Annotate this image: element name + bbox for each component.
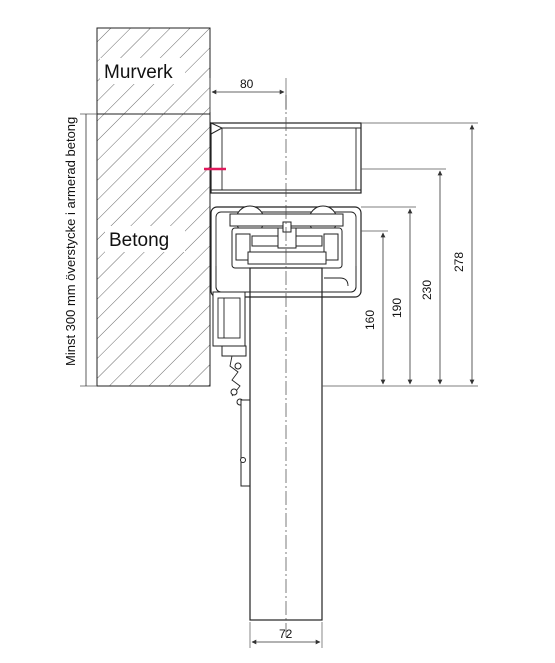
dimension-160-label: 160 bbox=[363, 310, 377, 330]
dimension-278-label: 278 bbox=[452, 252, 466, 272]
masonry-wall: Murverk bbox=[96, 27, 211, 115]
concrete-lintel: Betong bbox=[96, 113, 211, 387]
track-assembly bbox=[210, 205, 362, 298]
dimension-230: 230 bbox=[420, 170, 443, 385]
side-bracket bbox=[212, 291, 251, 487]
lintel-note: Minst 300 mm överstycke i armerad betong bbox=[63, 113, 97, 387]
dimension-230-label: 230 bbox=[420, 280, 434, 300]
masonry-label: Murverk bbox=[104, 62, 173, 83]
dimension-190: 190 bbox=[390, 208, 413, 385]
dimension-160: 160 bbox=[363, 232, 386, 385]
dimension-72-label: 72 bbox=[279, 627, 293, 641]
dimension-190-label: 190 bbox=[390, 298, 404, 318]
right-extension-lines bbox=[322, 122, 478, 387]
dimension-278: 278 bbox=[452, 124, 475, 385]
dimension-80: 80 bbox=[209, 77, 287, 112]
dimension-80-label: 80 bbox=[240, 77, 254, 91]
concrete-label: Betong bbox=[109, 230, 169, 251]
header-profile bbox=[204, 122, 362, 194]
lintel-note-text: Minst 300 mm överstycke i armerad betong bbox=[63, 117, 78, 366]
dimension-72: 72 bbox=[249, 622, 323, 648]
